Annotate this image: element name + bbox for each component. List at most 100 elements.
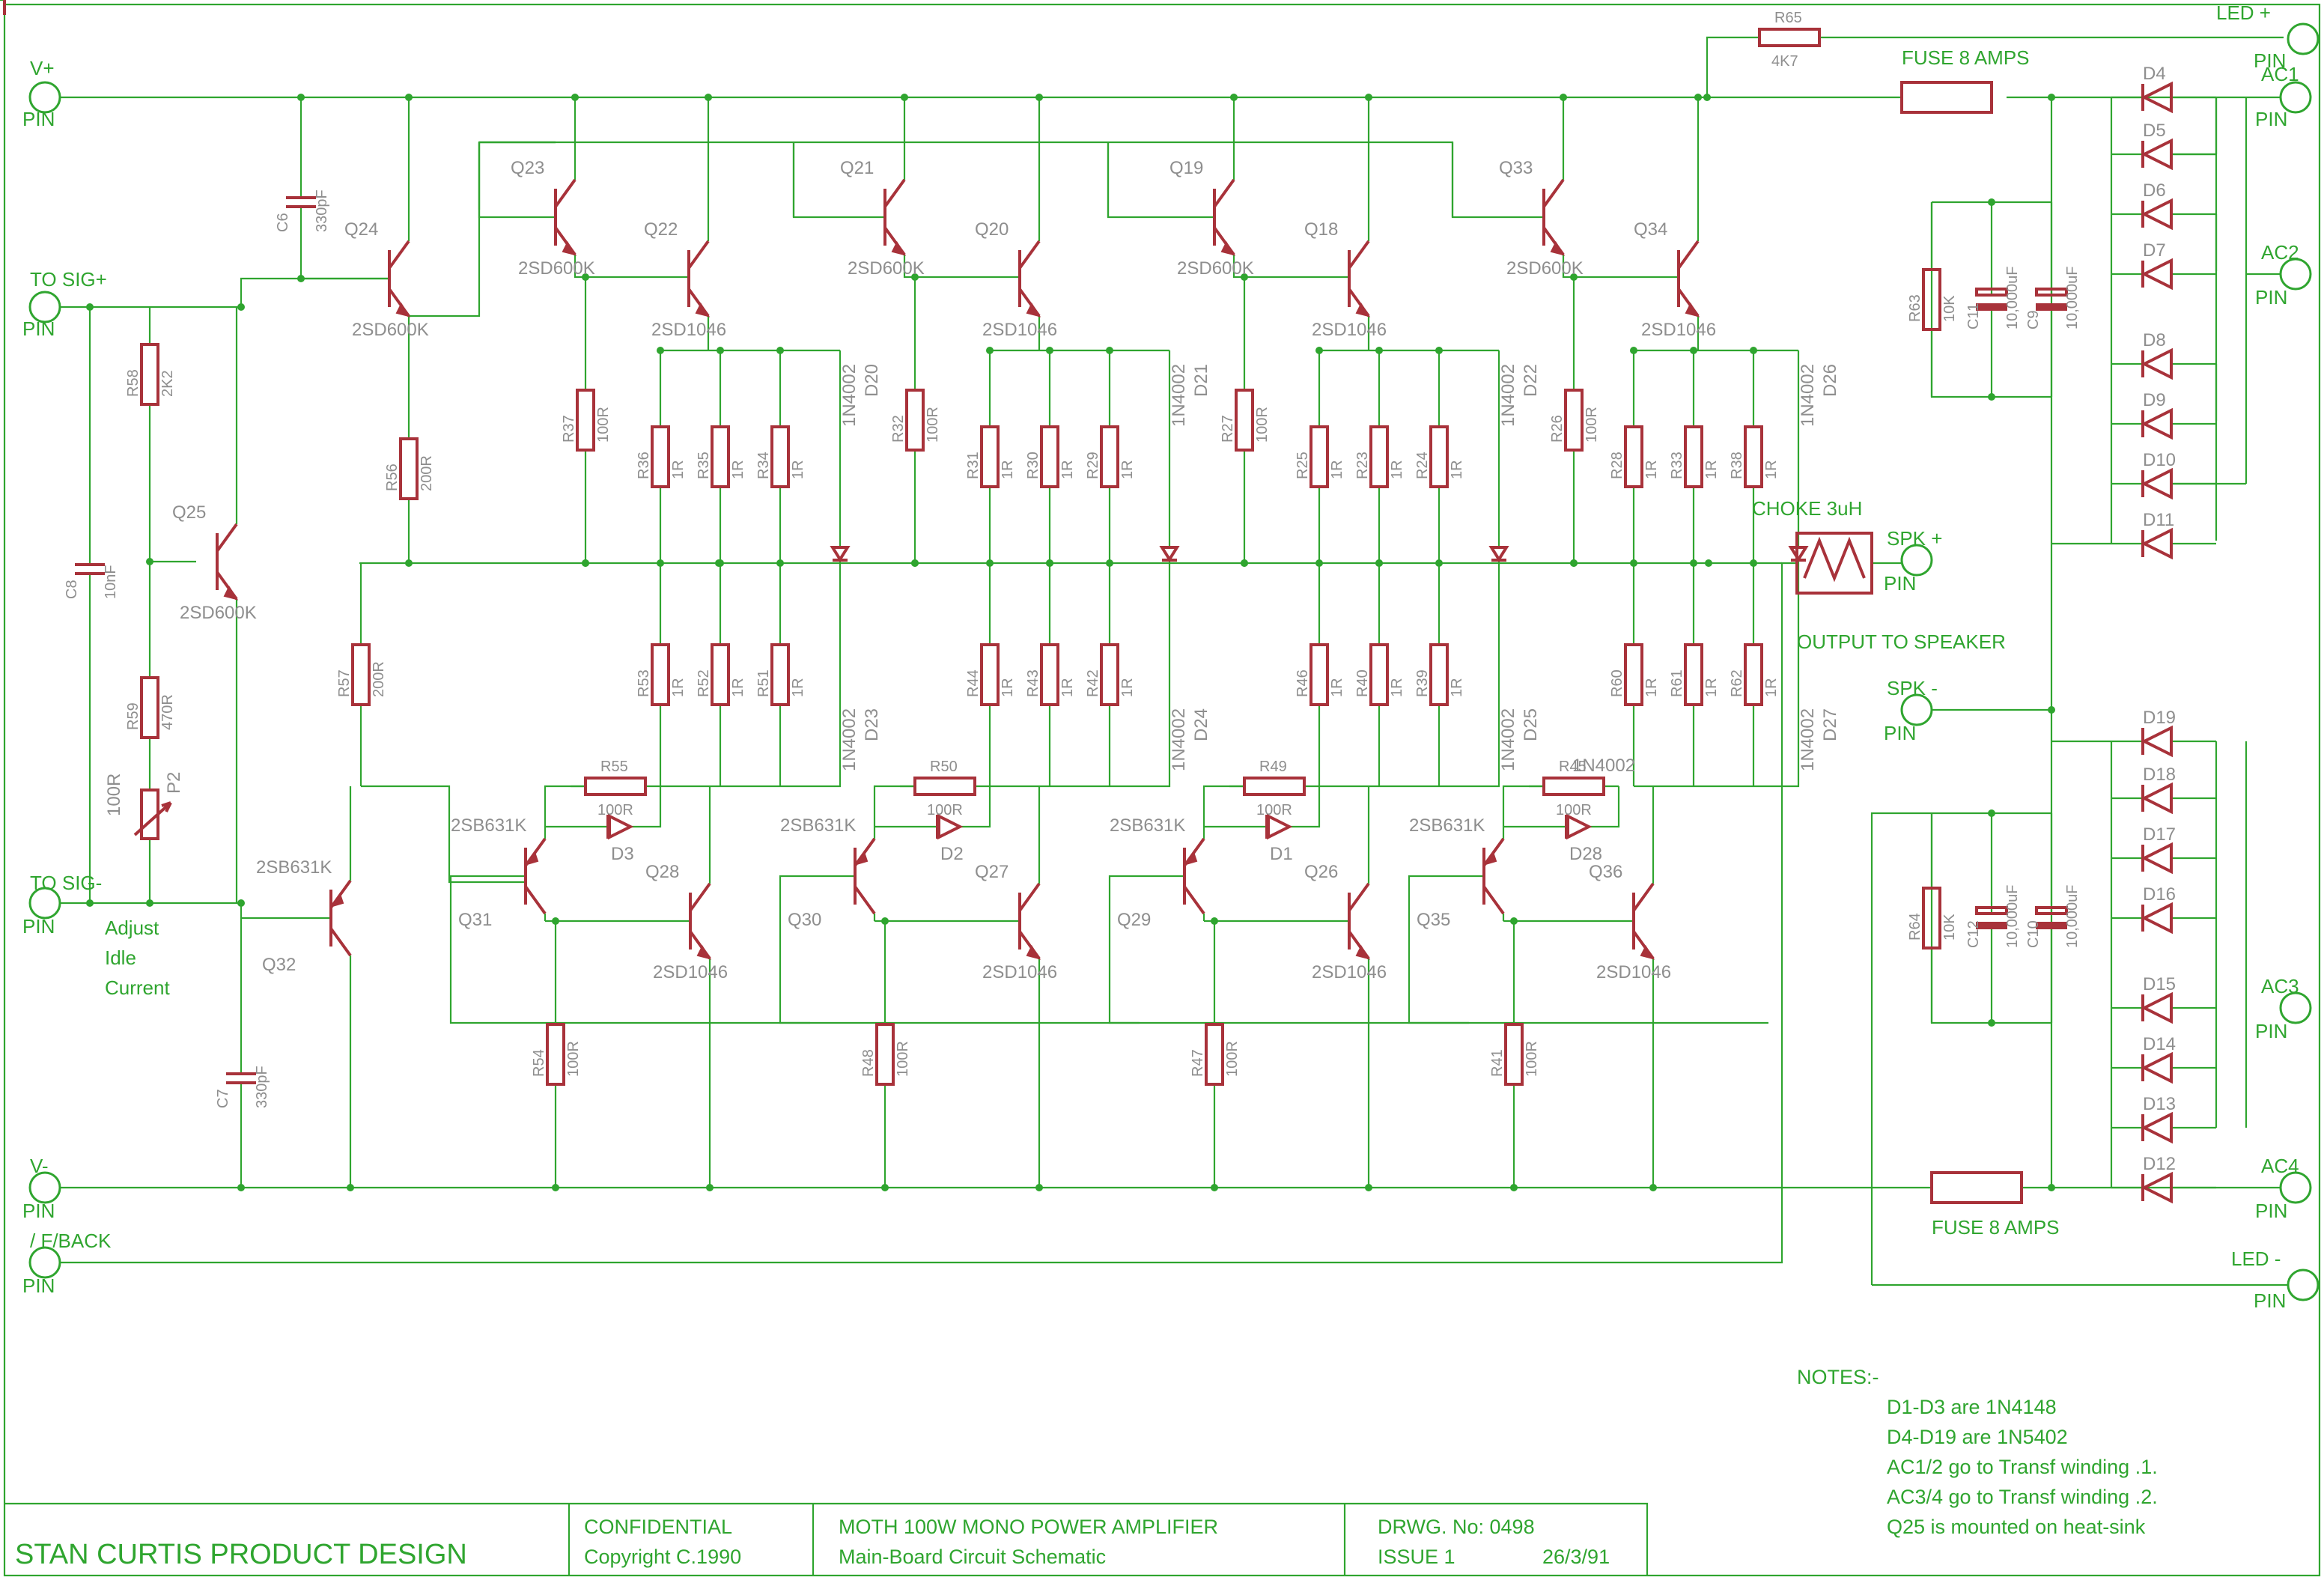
transistor-ref: Q26 <box>1304 862 1338 882</box>
clamp-diode-ref: D20 <box>862 364 882 397</box>
resistor-ref: R31 <box>965 452 982 479</box>
resistor <box>1369 425 1389 488</box>
resistor <box>1100 643 1119 706</box>
resistor-ref: R55 <box>600 759 628 775</box>
ac4-pin-label: AC4 <box>2261 1155 2299 1177</box>
resistor <box>140 676 159 739</box>
wire <box>544 785 585 839</box>
capacitor <box>226 1072 256 1084</box>
resistor-ref: R53 <box>636 669 652 697</box>
junction-dot <box>706 1184 714 1191</box>
capacitor-plate <box>1975 288 2008 297</box>
junction-dot <box>705 94 712 101</box>
transistor-arrow <box>854 850 869 866</box>
transistor-arrow <box>1184 850 1198 866</box>
transistor-ref: Q29 <box>1117 910 1151 930</box>
capacitor-plate <box>1975 906 2008 915</box>
resistor <box>711 425 730 488</box>
ac1-pin <box>2279 81 2312 114</box>
junction-dot <box>1035 94 1043 101</box>
clamp-diode-type: 1N4002 <box>839 364 860 427</box>
junction-dot <box>1365 1184 1372 1191</box>
transistor-type: 2SD1046 <box>982 962 1057 982</box>
rectifier-diode <box>2141 991 2173 1024</box>
led-minus-pin <box>2287 1268 2320 1301</box>
wire <box>574 255 689 279</box>
resistor-value: 2K2 <box>159 370 176 397</box>
transistor-leads <box>1482 837 1505 915</box>
clamp-diode-type: 1N4002 <box>1169 708 1189 771</box>
rectifier-diode <box>2141 258 2173 291</box>
resistor-ref: R47 <box>1190 1049 1206 1077</box>
resistor-value: 1R <box>730 678 746 697</box>
resistor <box>1684 425 1703 488</box>
fuse-label-bottom: FUSE 8 AMPS <box>1932 1216 2060 1239</box>
transistor-arrow <box>330 892 344 908</box>
diode <box>606 813 634 840</box>
resistor-ref: R27 <box>1220 415 1236 443</box>
transistor-ref: Q33 <box>1499 158 1533 178</box>
resistor-value: 1R <box>1000 678 1016 697</box>
transistor-type: 2SD1046 <box>653 962 728 982</box>
resistor <box>770 425 790 488</box>
junction-dot <box>911 559 919 567</box>
resistor-value: 1R <box>1329 678 1345 697</box>
transistor-arrow <box>395 302 411 317</box>
junction-dot <box>1570 559 1578 567</box>
ac1-pin-pin-label: PIN <box>2255 108 2287 130</box>
wire <box>1408 875 1768 1024</box>
capacitor-value: 10,000uF <box>2064 266 2081 329</box>
junction-dot <box>1649 1184 1657 1191</box>
resistor <box>711 643 730 706</box>
capacitor-ref: C8 <box>64 580 80 599</box>
transistor-leads <box>524 837 547 915</box>
transistor-arrow <box>1483 850 1497 866</box>
junction-dot <box>146 558 153 565</box>
junction-dot <box>582 273 589 281</box>
resistor-ref: R56 <box>384 464 401 491</box>
resistor-ref: R57 <box>336 669 353 697</box>
wire <box>45 562 1797 1264</box>
adjust-label: Current <box>105 976 170 999</box>
transistor-arrow <box>1355 944 1371 960</box>
resistor-value: 100R <box>595 407 612 443</box>
resistor-ref: R25 <box>1295 452 1311 479</box>
clamp-diode-type: 1N4002 <box>1798 364 1818 427</box>
resistor-ref: R30 <box>1025 452 1041 479</box>
company-name: STAN CURTIS PRODUCT DESIGN <box>15 1539 467 1570</box>
transistor-type: 2SD1046 <box>651 320 726 340</box>
resistor <box>905 389 925 452</box>
wire <box>544 914 690 923</box>
bridge-diode-ref: D19 <box>2143 708 2176 728</box>
small-diode-ref: D2 <box>940 844 964 864</box>
resistor <box>1309 643 1329 706</box>
bridge-diode-ref: D6 <box>2143 180 2166 201</box>
resistor-ref: R41 <box>1489 1049 1506 1077</box>
wire <box>990 756 1171 788</box>
bridge-diode-ref: D17 <box>2143 824 2176 845</box>
transistor-ref: Q35 <box>1417 910 1450 930</box>
bridge-diode-ref: D8 <box>2143 330 2166 350</box>
junction-dot <box>86 303 94 311</box>
capacitor <box>286 196 316 208</box>
resistor-value: 1R <box>1329 460 1345 479</box>
resistor-value: 1R <box>1389 460 1405 479</box>
transistor-type: 2SD600K <box>848 258 925 279</box>
rectifier-diode <box>2141 842 2173 875</box>
resistor <box>584 777 647 796</box>
resistor-ref: R64 <box>1907 913 1923 941</box>
transistor-type: 2SD1046 <box>1312 962 1387 982</box>
clamp-diode-ref: D27 <box>1820 708 1840 741</box>
wire <box>449 875 810 1024</box>
transistor-leads <box>1018 240 1041 317</box>
transistor-ref: Q28 <box>645 862 679 882</box>
junction-dot <box>2048 94 2055 101</box>
transistor-ref: Q19 <box>1169 158 1203 178</box>
choke <box>1795 532 1873 595</box>
resistor <box>1205 1023 1224 1086</box>
fuse-label-top: FUSE 8 AMPS <box>1902 46 2030 69</box>
transistor-type: 2SD1046 <box>1596 962 1671 982</box>
sig-plus-pin-pin-label: PIN <box>22 317 55 340</box>
ac2-pin <box>2279 258 2312 291</box>
led-plus-label: LED + <box>2216 1 2271 24</box>
